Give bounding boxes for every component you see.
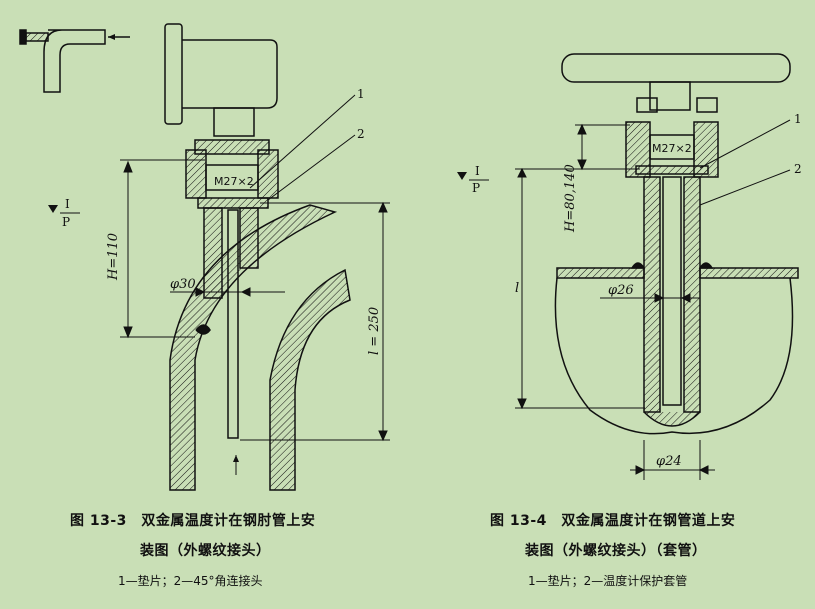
dimension-lines (120, 94, 390, 475)
thermometer-stem (227, 209, 239, 439)
height-dimension-label: H=110 (106, 233, 121, 281)
figure-13-4-drawing (457, 53, 799, 480)
surface-symbol-bottom: P (472, 181, 480, 195)
length-dimension-label: l = 250 (367, 307, 382, 355)
threaded-fitting (625, 121, 719, 178)
figure-13-3-labels: M27×2 H=110 l = 250 φ30 1 2 I P (62, 87, 382, 355)
figure-13-4-title-continued: 装图（外螺纹接头）（套管） (525, 543, 707, 559)
dimension-lines (515, 119, 791, 480)
callout-1: 1 (357, 87, 365, 101)
figure-13-4-labels: M27×2 H=80,140 l φ26 φ24 1 2 I P (472, 112, 802, 469)
thread-label: M27×2 (652, 142, 692, 155)
surface-symbol-bottom: P (62, 215, 70, 229)
orientation-sketch (19, 29, 130, 93)
threaded-fitting (185, 139, 279, 299)
callout-1: 1 (794, 112, 802, 126)
pipe-section (554, 262, 799, 435)
thread-label: M27×2 (214, 175, 254, 188)
figure-13-3-legend: 1—垫片；2—45°角连接头 (118, 574, 263, 588)
figure-13-3-title: 图 13-3 双金属温度计在钢肘管上安 (70, 513, 316, 529)
surface-symbol-top: I (475, 164, 480, 178)
protective-sleeve (643, 176, 701, 427)
length-dimension-label: l (515, 281, 519, 296)
figure-13-3-drawing (19, 23, 390, 491)
thermometer-dial (164, 23, 278, 137)
tip-diameter-label: φ24 (656, 454, 682, 469)
thermometer-dial (561, 53, 791, 113)
figure-13-3-title-continued: 装图（外螺纹接头） (140, 543, 271, 559)
figure-13-4-title: 图 13-4 双金属温度计在钢管道上安 (490, 513, 736, 529)
figure-13-4-legend: 1—垫片；2—温度计保护套管 (528, 574, 688, 588)
callout-2: 2 (357, 127, 365, 141)
elbow-pipe (169, 204, 351, 491)
surface-symbol-top: I (65, 197, 70, 211)
height-dimension-label: H=80,140 (563, 164, 578, 233)
callout-2: 2 (794, 162, 802, 176)
diameter-label: φ30 (170, 277, 196, 292)
sleeve-diameter-label: φ26 (608, 283, 634, 298)
